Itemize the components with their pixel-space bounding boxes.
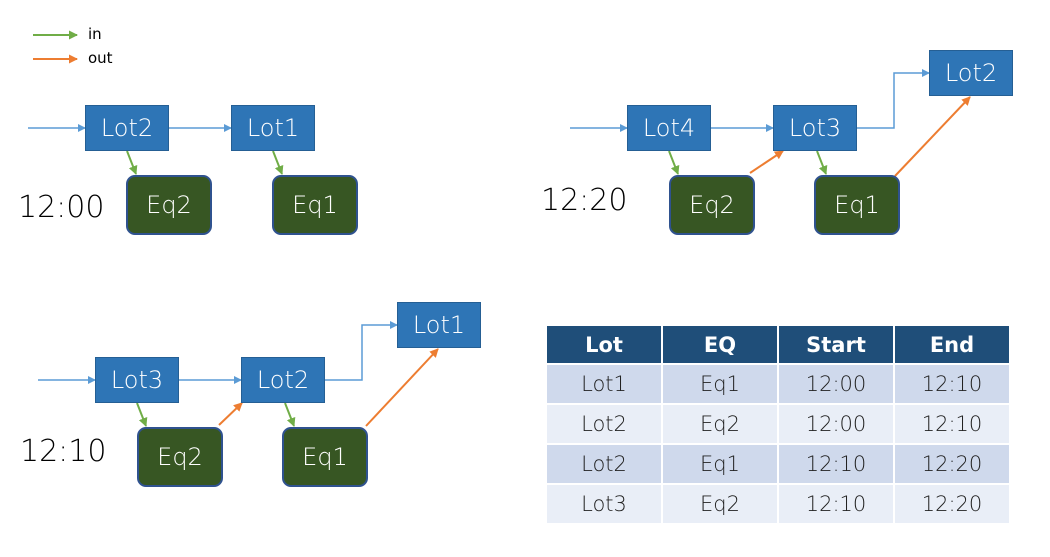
legend-out-label: out: [88, 49, 113, 67]
in-arrow-lot2-to-eq1: [284, 402, 296, 427]
cell-lot: Lot1: [547, 365, 661, 403]
out-arrow-eq1-to-lot2: [894, 96, 971, 177]
panel-1220-arrows: [570, 69, 971, 177]
lot-box-lot1: Lot1: [231, 105, 315, 151]
in-arrow-lot3-to-eq2: [136, 402, 148, 427]
equipment-box-eq1: Eq1: [814, 175, 900, 235]
lot-box-lot1: Lot1: [397, 302, 481, 348]
in-arrow-lot1-to-eq1: [272, 150, 284, 175]
cell-end: 12:10: [895, 405, 1009, 443]
cell-start: 12:10: [779, 485, 893, 523]
in-arrow-lot2-to-eq2: [126, 150, 138, 175]
flow-arrow-lot2-to-lot1: [325, 321, 398, 381]
equipment-box-eq2: Eq2: [669, 175, 755, 235]
column-header-lot: Lot: [547, 326, 661, 363]
equipment-box-eq1: Eq1: [282, 427, 368, 487]
in-arrow-lot3-to-eq1: [816, 150, 828, 175]
cell-lot: Lot3: [547, 485, 661, 523]
equipment-box-eq1: Eq1: [272, 175, 358, 235]
column-header-start: Start: [779, 326, 893, 363]
column-header-end: End: [895, 326, 1009, 363]
panel-1200-arrows: [28, 124, 284, 175]
time-label-1210: 12:10: [20, 434, 107, 469]
out-arrow-eq2-to-lot3: [749, 150, 784, 174]
out-arrow-eq1-to-lot1: [365, 348, 439, 427]
time-label-1200: 12:00: [18, 190, 105, 225]
out-arrow-eq2-to-lot2: [218, 402, 243, 426]
cell-eq: Eq2: [663, 405, 777, 443]
cell-start: 12:00: [779, 405, 893, 443]
lot-box-lot3: Lot3: [95, 357, 179, 403]
table-header-row: Lot EQ Start End: [547, 326, 1009, 363]
cell-eq: Eq1: [663, 445, 777, 483]
table-row: Lot2 Eq2 12:00 12:10: [547, 405, 1009, 443]
column-header-eq: EQ: [663, 326, 777, 363]
cell-lot: Lot2: [547, 405, 661, 443]
equipment-box-eq2: Eq2: [137, 427, 223, 487]
table-row: Lot1 Eq1 12:00 12:10: [547, 365, 1009, 403]
lot-box-lot3: Lot3: [773, 105, 857, 151]
cell-end: 12:20: [895, 445, 1009, 483]
cell-start: 12:00: [779, 365, 893, 403]
cell-end: 12:10: [895, 365, 1009, 403]
cell-eq: Eq2: [663, 485, 777, 523]
in-arrow-lot4-to-eq2: [668, 150, 680, 175]
table-row: Lot2 Eq1 12:10 12:20: [547, 445, 1009, 483]
lot-box-lot2: Lot2: [929, 50, 1013, 96]
cell-end: 12:20: [895, 485, 1009, 523]
time-label-1220: 12:20: [541, 183, 628, 218]
lot-box-lot4: Lot4: [627, 105, 711, 151]
cell-start: 12:10: [779, 445, 893, 483]
equipment-box-eq2: Eq2: [126, 175, 212, 235]
panel-1210-arrows: [38, 321, 439, 427]
legend-in-label: in: [88, 25, 102, 43]
lot-box-lot2: Lot2: [85, 105, 169, 151]
cell-lot: Lot2: [547, 445, 661, 483]
lot-box-lot2: Lot2: [241, 357, 325, 403]
flow-arrow-lot3-to-lot2: [857, 69, 930, 129]
table-row: Lot3 Eq2 12:10 12:20: [547, 485, 1009, 523]
schedule-table: Lot EQ Start End Lot1 Eq1 12:00 12:10 Lo…: [545, 324, 1011, 525]
cell-eq: Eq1: [663, 365, 777, 403]
